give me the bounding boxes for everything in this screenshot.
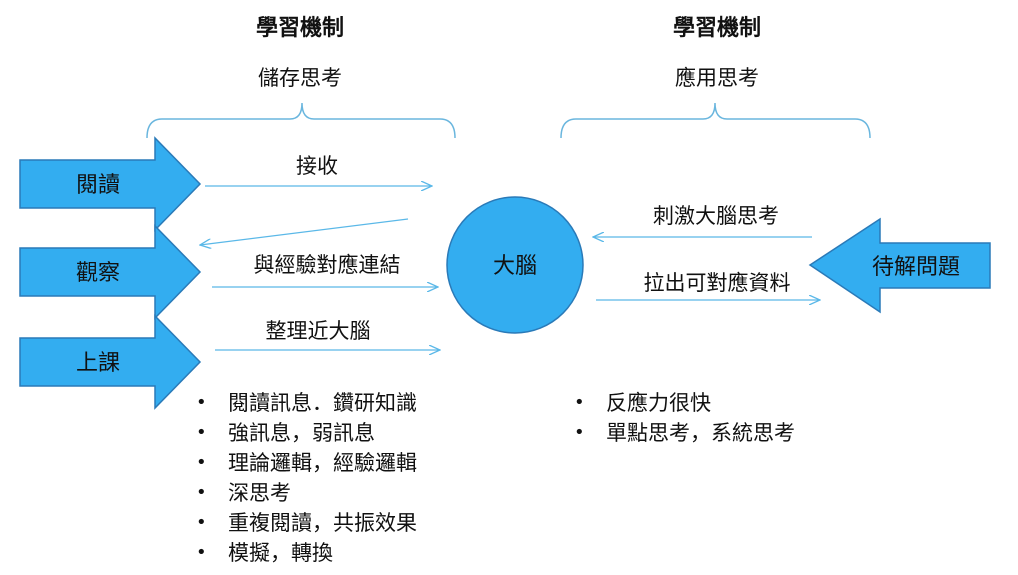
label-connect: 與經驗對應連結	[254, 253, 401, 277]
right-brace	[560, 102, 871, 139]
left-subheading: 儲存思考	[258, 66, 342, 90]
input-label-class: 上課	[76, 351, 120, 376]
label-organize: 整理近大腦	[266, 319, 371, 343]
list-item: 理論邏輯，經驗邏輯	[196, 448, 417, 478]
label-stimulate: 刺激大腦思考	[653, 204, 779, 228]
right-bullet-list: 反應力很快 單點思考，系統思考	[574, 388, 795, 448]
list-item: 單點思考，系統思考	[574, 418, 795, 448]
list-item: 重複閱讀，共振效果	[196, 508, 417, 538]
label-receive: 接收	[296, 154, 338, 178]
input-label-reading: 閱讀	[76, 173, 120, 198]
list-item: 模擬，轉換	[196, 538, 417, 568]
problem-arrow: 待解問題	[808, 217, 991, 314]
list-item: 深思考	[196, 478, 417, 508]
input-arrow-observing: 觀察	[19, 224, 202, 320]
list-item: 強訊息，弱訊息	[196, 418, 417, 448]
left-heading: 學習機制	[255, 16, 344, 41]
list-item: 反應力很快	[574, 388, 795, 418]
problem-label: 待解問題	[872, 255, 960, 280]
input-arrow-class: 上課	[19, 314, 202, 410]
input-arrow-reading: 閱讀	[19, 136, 202, 232]
left-brace	[146, 102, 456, 139]
arrow-return	[200, 218, 409, 245]
right-subheading: 應用思考	[675, 66, 759, 90]
brain-label: 大腦	[493, 254, 537, 279]
list-item: 閱讀訊息．鑽研知識	[196, 388, 417, 418]
label-retrieve: 拉出可對應資料	[644, 271, 791, 295]
right-heading: 學習機制	[672, 16, 761, 41]
left-bullet-list: 閱讀訊息．鑽研知識 強訊息，弱訊息 理論邏輯，經驗邏輯 深思考 重複閱讀，共振效…	[196, 388, 417, 568]
brain-node: 大腦	[446, 196, 584, 334]
input-label-observing: 觀察	[76, 261, 120, 286]
